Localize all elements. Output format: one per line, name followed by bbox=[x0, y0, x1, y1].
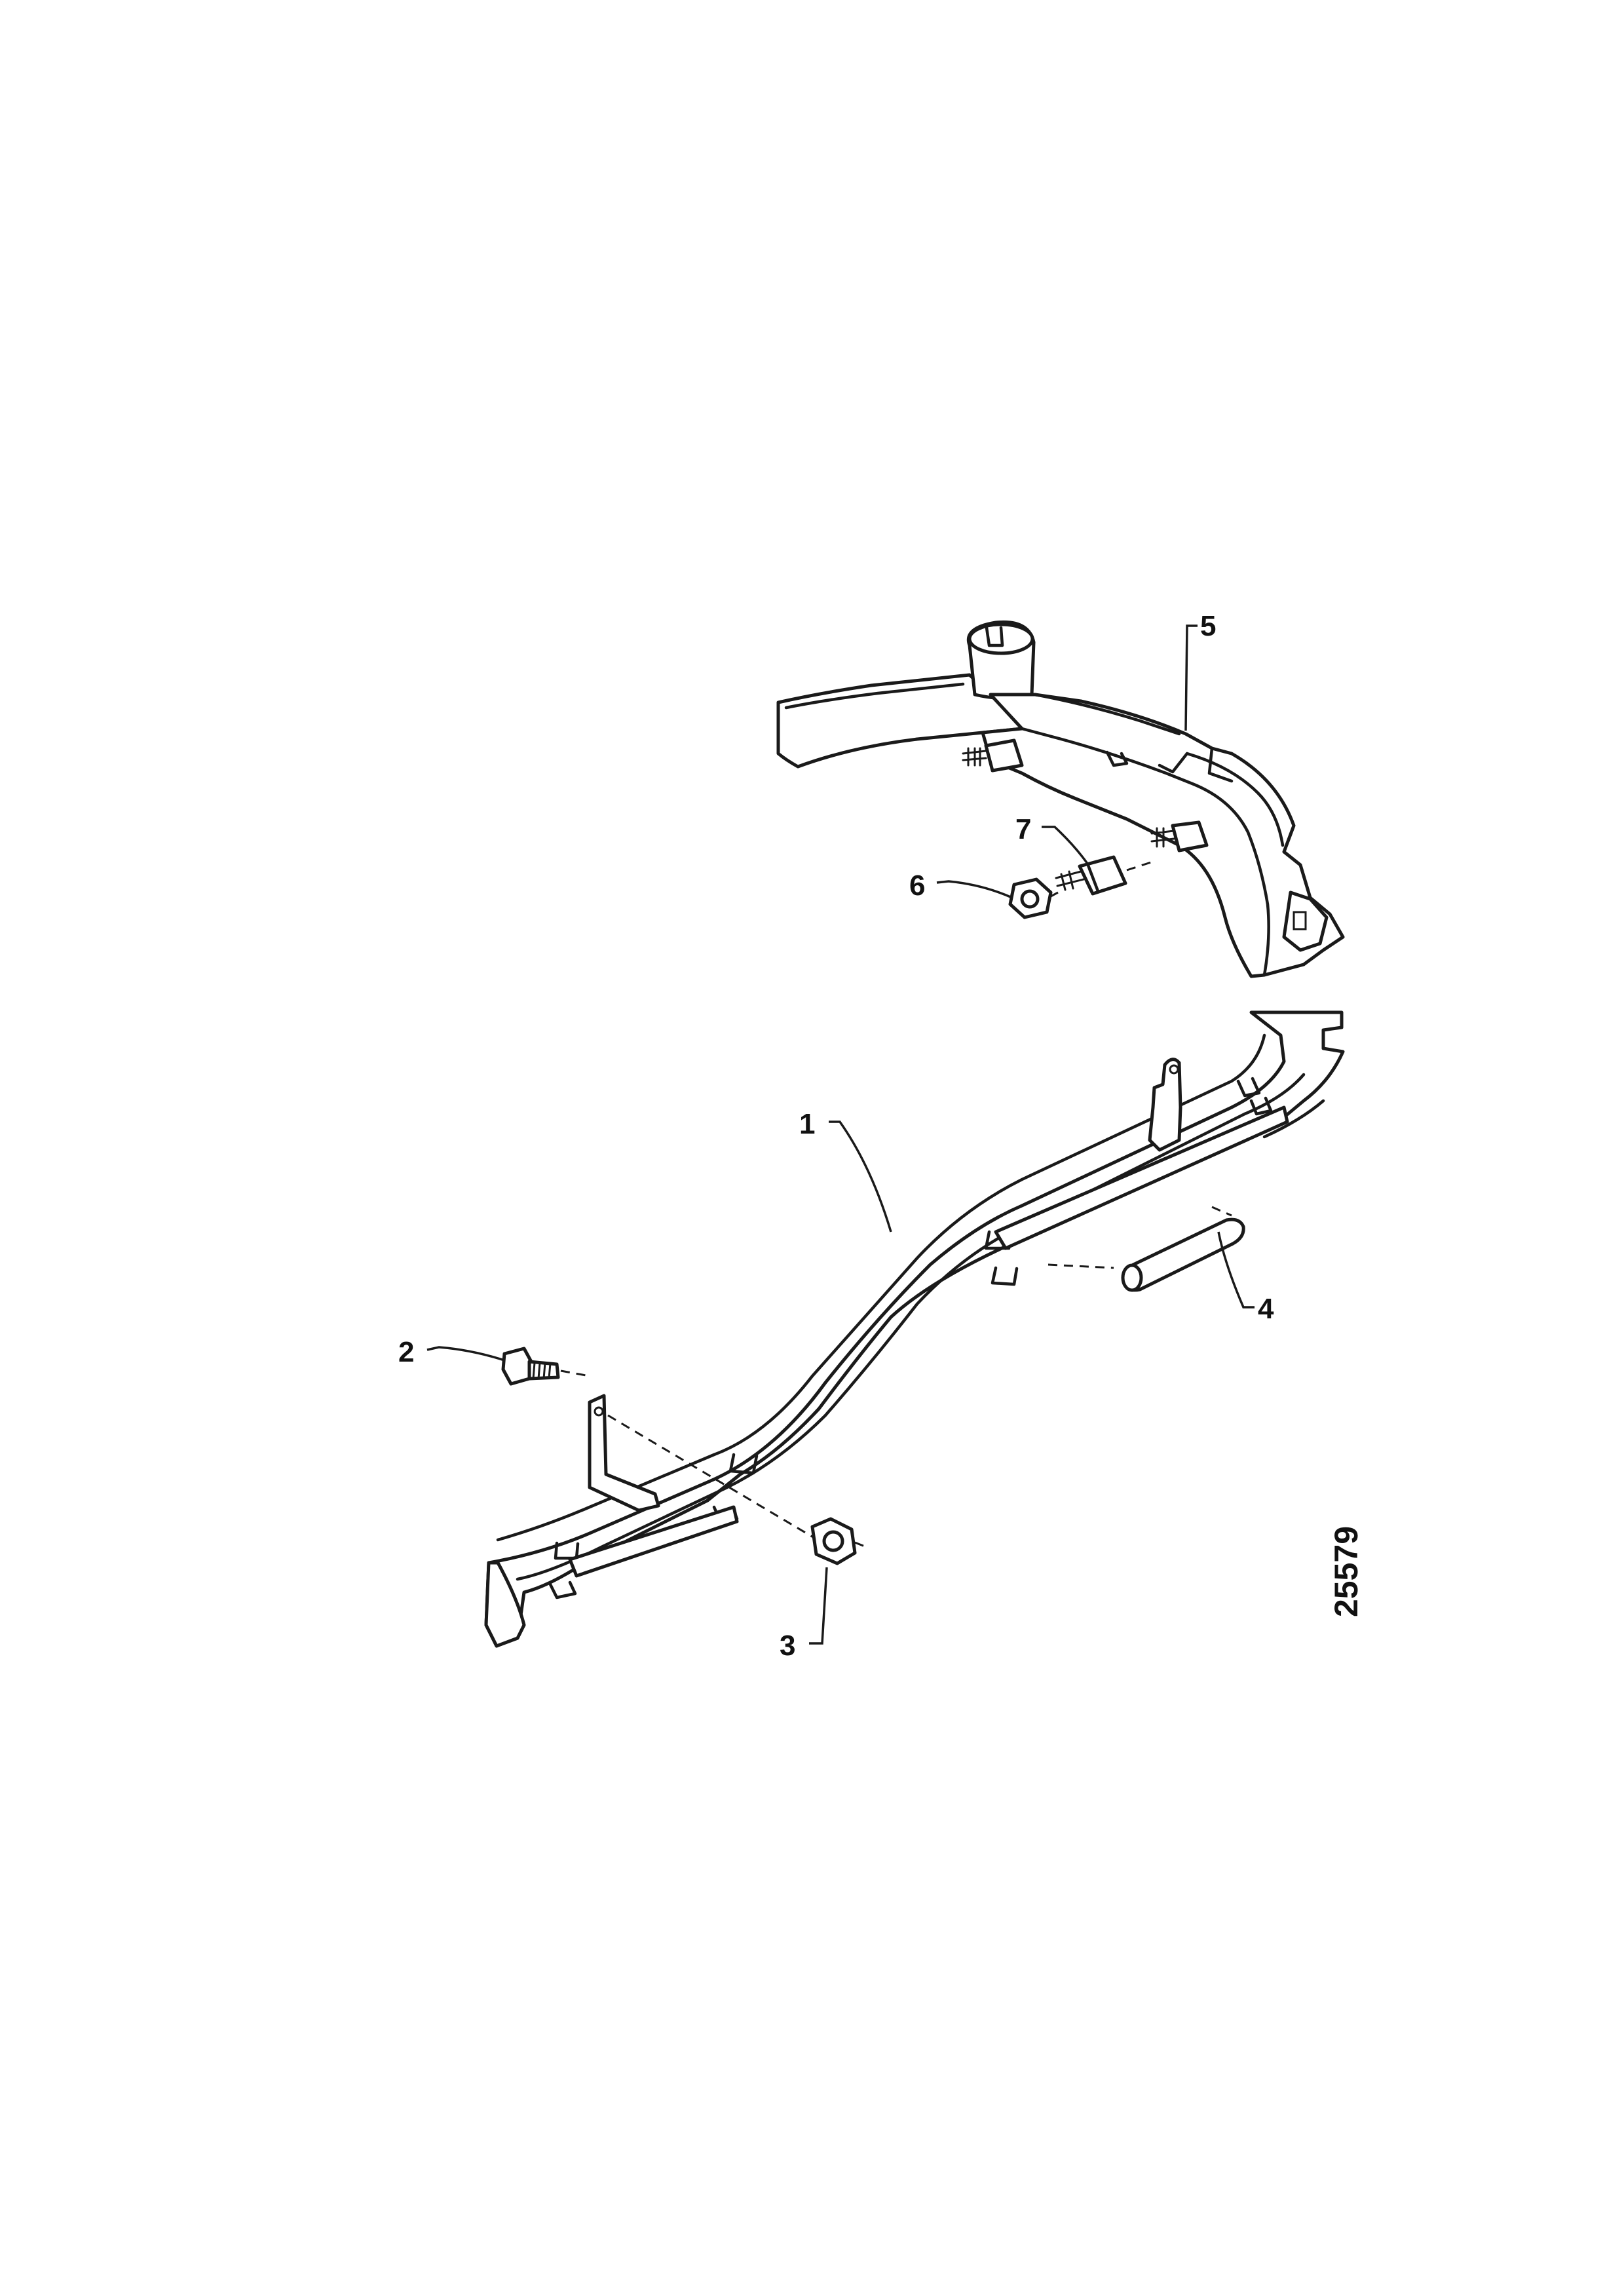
leader-1 bbox=[829, 1120, 892, 1233]
leader-4 bbox=[1217, 1231, 1255, 1309]
callout-6: 6 bbox=[909, 870, 925, 902]
leader-2 bbox=[426, 1346, 505, 1362]
nut-part-3 bbox=[810, 1517, 865, 1565]
upper-bracket-part-5 bbox=[776, 620, 1345, 978]
figure-reference-number: 25579 bbox=[1328, 1526, 1365, 1617]
bolt-part-2 bbox=[501, 1347, 818, 1541]
sleeve-part-4 bbox=[1048, 1206, 1245, 1292]
leader-lines bbox=[426, 624, 1255, 1645]
nut-part-6 bbox=[1008, 877, 1059, 919]
callout-3: 3 bbox=[780, 1630, 795, 1662]
callout-2: 2 bbox=[398, 1336, 414, 1368]
leader-6 bbox=[936, 880, 1013, 899]
leader-7 bbox=[1042, 826, 1089, 865]
callout-4: 4 bbox=[1258, 1293, 1274, 1325]
callout-5: 5 bbox=[1200, 610, 1216, 642]
leader-5 bbox=[1184, 624, 1198, 731]
main-rail-part-1 bbox=[484, 1010, 1345, 1648]
callout-1: 1 bbox=[799, 1108, 815, 1140]
callout-7: 7 bbox=[1015, 813, 1031, 845]
spacer-stud-part-7 bbox=[1055, 855, 1154, 896]
leader-3 bbox=[809, 1567, 828, 1645]
